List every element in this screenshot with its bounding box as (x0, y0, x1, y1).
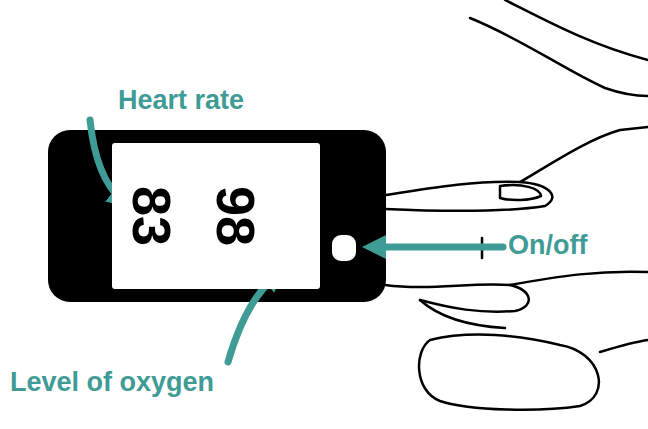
callout-label: Heart rate (118, 86, 244, 116)
power-button (332, 235, 356, 261)
hand-drawing (380, 0, 648, 410)
callout-label: Level of oxygen (10, 368, 214, 398)
callout-arrows (90, 120, 503, 362)
callout-arrow (374, 244, 503, 251)
display-screen: 83 98 (112, 143, 320, 289)
callout-label: On/off (508, 231, 587, 261)
display-reading: 98 (209, 186, 263, 246)
display-reading: 83 (125, 186, 179, 246)
